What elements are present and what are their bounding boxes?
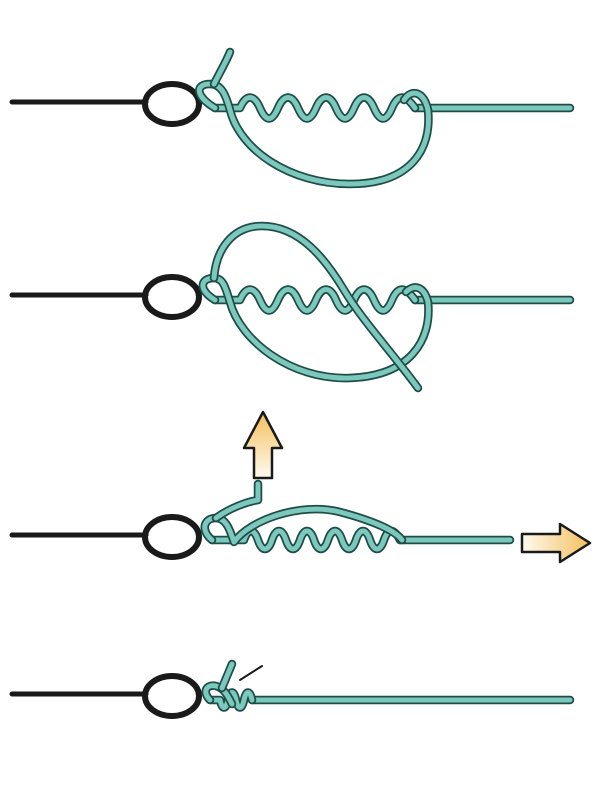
pull-right-arrow [520, 522, 592, 564]
fishing-line [200, 479, 515, 554]
pull-up-arrow [242, 410, 284, 480]
hook-eye [142, 514, 202, 560]
hook-eye [142, 673, 202, 719]
fishing-line [201, 659, 575, 712]
hook-eye [142, 81, 202, 127]
step-1 [9, 47, 575, 189]
step-2 [9, 221, 575, 393]
fishing-line [195, 47, 575, 189]
hook-eye [142, 274, 202, 320]
trim-cut-mark [239, 665, 263, 681]
step-4 [9, 659, 575, 719]
fishing-line [198, 221, 575, 393]
step-3 [9, 479, 515, 560]
